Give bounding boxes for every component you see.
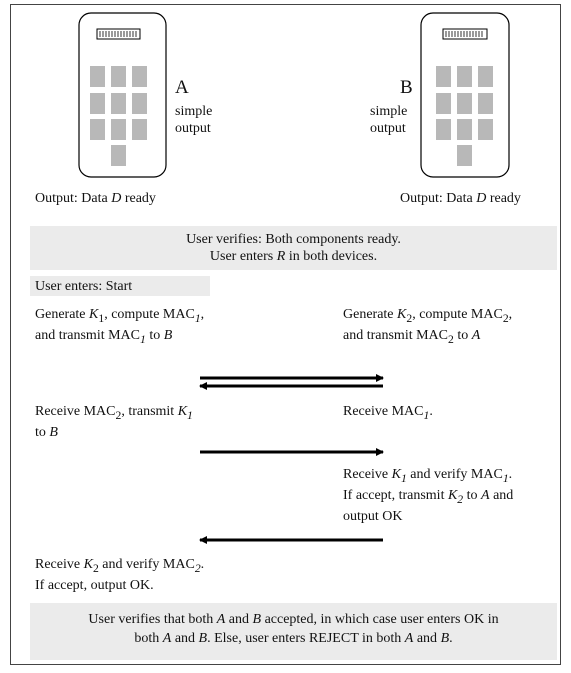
step-b3: Receive K1 and verify MAC1. If accept, t… (343, 467, 514, 524)
verify-banner-line-1: User verifies: Both components ready. (186, 232, 401, 247)
verify-banner: User verifies: Both components ready. Us… (30, 226, 557, 270)
verify-banner-line-2: User enters R in both devices. (209, 249, 378, 264)
device-b (420, 12, 510, 178)
keypad-b (436, 66, 493, 166)
final-banner: User verifies that both A and B accepted… (30, 603, 557, 660)
diagram-frame (10, 4, 561, 665)
step-b1: Generate K2, compute MAC2, and transmit … (343, 307, 513, 346)
step-a1: Generate K1, compute MAC1, and transmit … (35, 307, 205, 346)
step-b2: Receive MAC1. (343, 404, 433, 422)
final-banner-line-2: both A and B. Else, user enters REJECT i… (134, 631, 453, 646)
step-a2: Receive MAC2, transmit K1 to B (35, 404, 193, 440)
device-b-letter: B (400, 77, 413, 98)
device-a-caption-2: output (175, 121, 211, 136)
device-a-status: Output: Data D ready (35, 191, 156, 206)
start-bar: User enters: Start (30, 276, 210, 296)
final-banner-line-1: User verifies that both A and B accepted… (88, 612, 499, 627)
device-b-status: Output: Data D ready (400, 191, 521, 206)
device-b-caption-2: output (370, 121, 406, 136)
keypad-a (90, 66, 147, 166)
step-a3: Receive K2 and verify MAC2. If accept, o… (35, 557, 205, 593)
device-a (78, 12, 167, 178)
device-b-caption-1: simple (370, 104, 408, 119)
device-a-letter: A (175, 77, 189, 98)
device-a-caption-1: simple (175, 104, 213, 119)
